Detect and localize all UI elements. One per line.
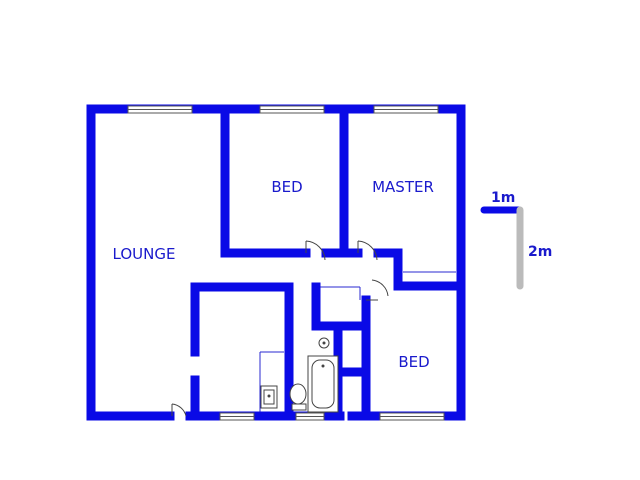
bathtub xyxy=(307,355,339,413)
door-master xyxy=(357,240,378,261)
window-bed2-bottom xyxy=(379,412,445,421)
window-lounge-top xyxy=(127,105,193,114)
window-master-top xyxy=(373,105,439,114)
scale-label-vertical: 2m xyxy=(528,244,552,260)
windows xyxy=(127,105,445,421)
door-entrance xyxy=(171,403,187,417)
scale-indicator: 1m 2m xyxy=(480,190,552,290)
window-bath-bottom xyxy=(295,412,325,421)
room-label-master: MASTER xyxy=(372,178,434,196)
door-bed1 xyxy=(305,240,326,261)
basin xyxy=(318,337,330,349)
kitchen-sink xyxy=(260,385,278,409)
fixtures xyxy=(260,337,339,413)
window-bed1-top xyxy=(259,105,325,114)
room-label-lounge: LOUNGE xyxy=(113,245,176,263)
scale-label-horizontal: 1m xyxy=(491,190,515,206)
room-label-bed1: BED xyxy=(271,178,302,196)
toilet xyxy=(289,383,307,411)
walls xyxy=(86,104,466,421)
room-label-bed2: BED xyxy=(398,353,429,371)
doors xyxy=(171,240,389,417)
door-bathroom xyxy=(366,279,389,301)
window-kitchen-bottom xyxy=(219,412,255,421)
